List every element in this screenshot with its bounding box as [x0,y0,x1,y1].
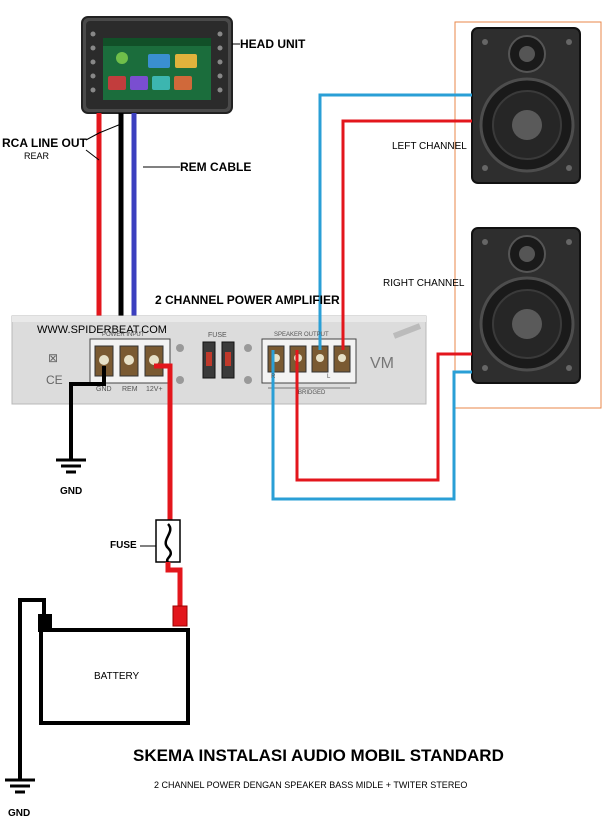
battery-label: BATTERY [94,671,140,682]
head-unit-label: HEAD UNIT [240,37,306,51]
rear-label: REAR [24,151,50,161]
battery-negative-terminal [38,614,52,632]
bridged-label: BRIDGED [298,390,326,396]
amplifier-label: 2 CHANNEL POWER AMPLIFIER [155,293,340,307]
rca-line-out-label: RCA LINE OUT [2,136,87,150]
power-input-label: POWER INPUT [102,332,145,338]
fuse-label: FUSE [110,540,137,551]
amp-12v-label: 12V+ [146,386,163,393]
amp-ground-wire [69,366,106,460]
diagram-title: SKEMA INSTALASI AUDIO MOBIL STANDARD [133,746,504,765]
amp-fuse-label: FUSE [208,332,227,339]
svg-text:CE: CE [46,373,63,387]
right-speaker-blue-wire [271,350,472,501]
head-unit [81,16,233,114]
amp-rem-label: REM [122,386,138,393]
svg-text:VM: VM [370,355,394,372]
power-wire-bottom [165,562,183,612]
amp-r-label: R [271,374,276,380]
left-speaker [471,27,581,184]
diagram-subtitle: 2 CHANNEL POWER DENGAN SPEAKER BASS MIDL… [154,780,468,790]
amp-gnd-label: GND [96,386,112,393]
website-label: WWW.SPIDERBEAT.COM [37,324,167,336]
rem-cable-label: REM CABLE [180,160,252,174]
battery [39,628,190,725]
head-unit-screen [103,38,211,100]
left-speaker-red-wire [341,119,472,350]
amp-l-label: L [327,374,331,380]
svg-text:⊠: ⊠ [48,351,58,365]
inline-fuse [155,519,181,563]
right-speaker [471,227,581,384]
gnd-top-label: GND [60,486,83,497]
right-speaker-red-wire [295,350,472,482]
gnd-bottom-label: GND [8,808,31,819]
power-wire-top [154,363,173,524]
left-channel-label: LEFT CHANNEL [392,141,467,152]
battery-ground-wire [18,598,46,780]
ground-symbol-bottom [5,778,35,794]
ground-symbol-top [56,458,86,474]
speaker-output-label: SPEAKER OUTPUT [274,332,329,338]
speaker-frame [454,21,602,409]
left-speaker-blue-wire [318,93,472,350]
right-channel-label: RIGHT CHANNEL [383,278,465,289]
battery-positive-terminal [172,605,188,627]
amplifier: ⊠ CE VM [11,315,427,405]
